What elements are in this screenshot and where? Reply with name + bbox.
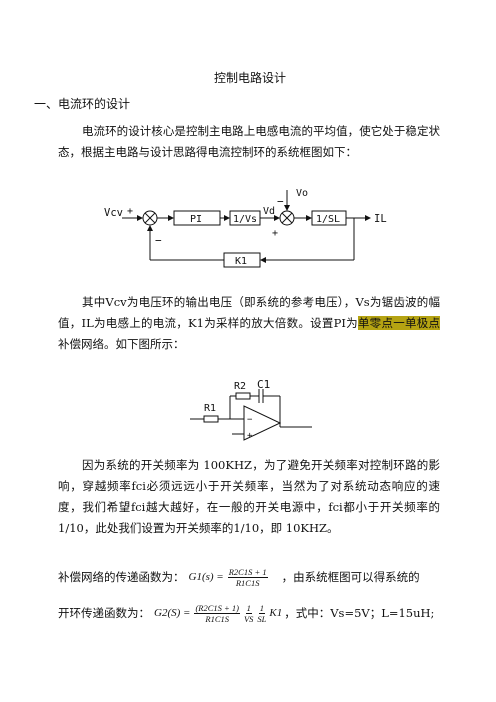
eq2-fraction-2: 1 VS <box>244 603 253 624</box>
eq1-prefix: 补偿网络的传递函数为： <box>58 570 185 584</box>
label-il: IL <box>374 213 387 225</box>
eq2-denominator-3: SL <box>257 613 267 624</box>
eq2-gain: K1 <box>269 607 283 619</box>
minus-2: − <box>277 195 284 208</box>
plus-1: + <box>127 206 133 217</box>
para2-highlight: 单零点一单极点 <box>357 316 440 330</box>
label-r1: R1 <box>204 403 216 414</box>
label-vd: Vd <box>263 206 275 217</box>
eq2-fraction-1: (R2C1S + 1) R1C1S <box>194 603 240 624</box>
plus-2: + <box>272 228 278 239</box>
label-c1: C1 <box>257 378 270 391</box>
paragraph-frequency: 因为系统的开关频率为 100KHZ，为了避免开关频率对控制环路的影响，穿越频率f… <box>58 458 440 535</box>
page-title: 控制电路设计 <box>214 71 287 85</box>
eq2-lhs: G2(S) = <box>154 607 191 619</box>
eq1-suffix: ，由系统框图可以得系统的 <box>281 570 420 584</box>
para2-before: 其中Vcv为电压环的输出电压（即系统的参考电压），Vs为锯齿波的幅值，IL为电感… <box>58 295 440 330</box>
eq2-denominator-1: R1C1S <box>205 613 230 624</box>
eq2-numerator-1: (R2C1S + 1) <box>194 602 240 614</box>
label-r2: R2 <box>234 381 246 392</box>
label-plant: 1/SL <box>316 214 340 225</box>
equation-compensator: 补偿网络的传递函数为： G1(s) = R2C1S + 1 R1C1S ，由系统… <box>58 562 420 592</box>
eq2-prefix: 开环传递函数为： <box>58 606 150 620</box>
eq2-numerator-2: 1 <box>245 602 252 614</box>
opamp-minus: − <box>247 415 253 425</box>
eq2-suffix: ，式中：Vs=5V；L=15uH; <box>284 606 435 620</box>
para2-after: 补偿网络。如下图所示： <box>58 337 185 351</box>
summing-junction-2 <box>279 210 295 226</box>
minus-1: − <box>155 234 162 247</box>
eq2-fraction-3: 1 SL <box>257 603 266 624</box>
label-k1: K1 <box>235 256 247 267</box>
label-vo: Vo <box>296 188 308 199</box>
paragraph-description: 其中Vcv为电压环的输出电压（即系统的参考电压），Vs为锯齿波的幅值，IL为电感… <box>58 292 440 355</box>
eq1-denominator: R1C1S <box>235 577 260 588</box>
eq1-lhs: G1(s) = <box>188 571 224 583</box>
equation-open-loop: 开环传递函数为： G2(S) = (R2C1S + 1) R1C1S 1 VS … <box>58 598 434 628</box>
opamp-triangle <box>243 405 282 441</box>
label-gain: 1/Vs <box>233 214 257 225</box>
section-heading: 一、电流环的设计 <box>34 97 131 111</box>
resistor-r2 <box>235 392 251 400</box>
eq2-denominator-2: VS <box>243 613 254 624</box>
paragraph-intro: 电流环的设计核心是控制主电路上电感电流的平均值，使它处于稳定状态，根据主电路与设… <box>58 124 440 159</box>
label-vcv: Vcv <box>104 207 123 219</box>
eq1-numerator: R2C1S + 1 <box>227 566 268 578</box>
eq1-fraction: R2C1S + 1 R1C1S <box>227 566 268 588</box>
resistor-r1 <box>203 415 219 423</box>
opamp-plus: + <box>247 431 253 441</box>
label-pi: PI <box>190 214 202 225</box>
eq2-numerator-3: 1 <box>258 602 266 614</box>
